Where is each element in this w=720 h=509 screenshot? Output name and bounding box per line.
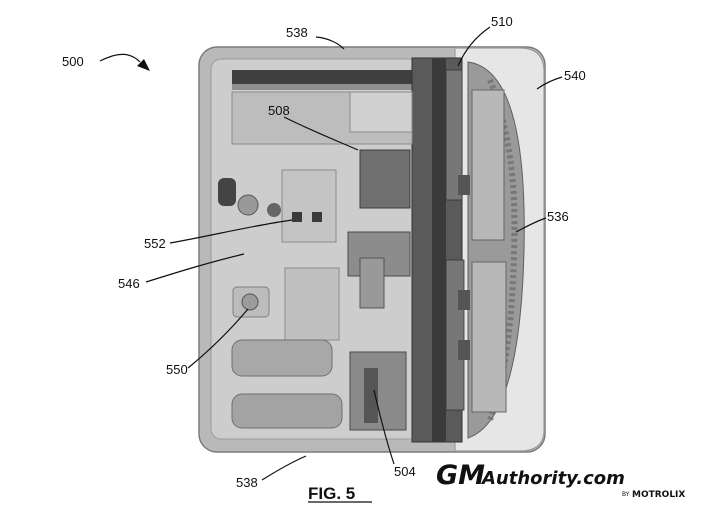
module-block-mid — [281, 169, 337, 243]
module-connector-2 — [312, 212, 322, 222]
module-block-lower — [284, 267, 340, 341]
gmauthority-watermark: GM Authority.com BY MOTROLIX — [436, 460, 685, 500]
watermark-authority: Authority.com — [480, 468, 625, 489]
leader-500-arrow — [137, 59, 150, 71]
label-538-top: 538 — [286, 25, 308, 40]
circuit-chip-3 — [458, 340, 470, 360]
circuit-module-2 — [445, 259, 465, 411]
leader-504 — [373, 389, 395, 465]
module-connector-1 — [292, 212, 302, 222]
panel-inner-block-bottom — [471, 261, 507, 413]
label-504: 504 — [394, 464, 416, 479]
leader-540 — [536, 76, 563, 90]
watermark-gm: GM — [436, 460, 485, 491]
leader-538-bottom — [261, 455, 307, 481]
label-550: 550 — [166, 362, 188, 377]
leader-546 — [145, 253, 245, 283]
leader-lines — [99, 26, 563, 481]
reference-labels: 500 538 510 540 508 536 552 546 550 538 … — [62, 14, 586, 490]
label-538-bottom: 538 — [236, 475, 258, 490]
panel-inner-block-top — [471, 89, 505, 241]
label-540: 540 — [564, 68, 586, 83]
label-510: 510 — [491, 14, 513, 29]
circuit-chip-1 — [458, 175, 470, 195]
watermark-motrolix: MOTROLIX — [632, 490, 685, 500]
top-bar-component — [232, 70, 418, 84]
circuit-board-core — [432, 58, 446, 442]
component-504-core — [364, 368, 378, 423]
label-536: 536 — [547, 209, 569, 224]
small-knob — [267, 203, 281, 217]
left-round-part — [237, 194, 259, 216]
battery-housing-drawing — [198, 46, 546, 453]
label-552: 552 — [144, 236, 166, 251]
module-block-slot — [359, 257, 385, 309]
cylinder-lower-left — [231, 339, 333, 377]
label-500: 500 — [62, 54, 84, 69]
valve-component — [241, 293, 259, 311]
leader-508 — [283, 116, 359, 151]
leader-500 — [99, 53, 141, 63]
cylinder-bottom — [231, 393, 343, 429]
figure-caption: FIG. 5 — [308, 484, 355, 503]
label-508: 508 — [268, 103, 290, 118]
leader-552 — [169, 219, 293, 244]
label-546: 546 — [118, 276, 140, 291]
leader-538-top — [315, 36, 345, 50]
circuit-module-1 — [445, 69, 463, 201]
left-sensor-block — [218, 178, 236, 206]
leader-510 — [457, 26, 491, 67]
module-block-upper-right — [349, 91, 413, 133]
leader-536 — [515, 217, 547, 233]
leader-550 — [187, 308, 249, 369]
module-block-dark-top — [359, 149, 411, 209]
watermark-by: BY — [622, 491, 630, 498]
top-bar-shadow — [232, 84, 418, 90]
circuit-chip-2 — [458, 290, 470, 310]
